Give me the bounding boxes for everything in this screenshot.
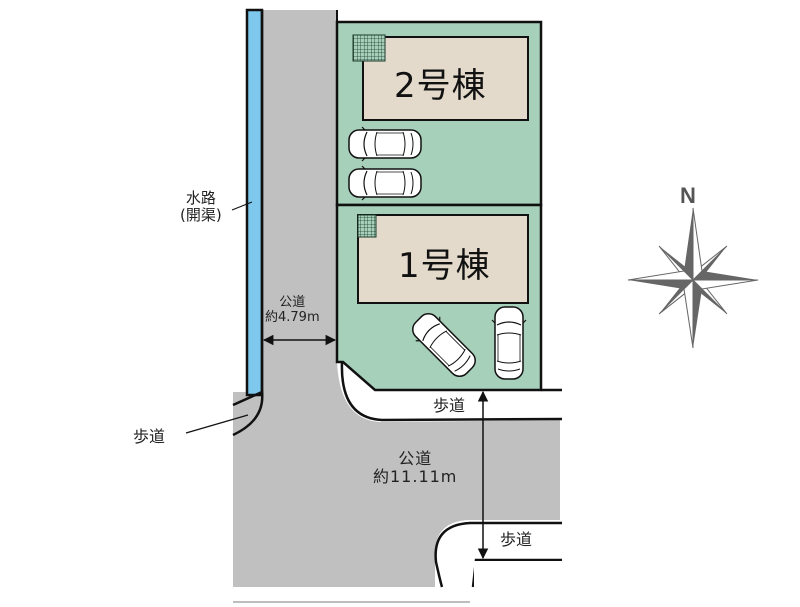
west-road-width: 約4.79m xyxy=(265,309,320,325)
car-icon xyxy=(491,306,527,380)
south-road-width: 約11.11m xyxy=(373,467,458,487)
west-road-label-line1: 公道 xyxy=(279,295,306,310)
waterway-label-line2: (開渠) xyxy=(180,206,222,225)
south-road-label-line1: 公道 xyxy=(398,449,433,468)
building-1 xyxy=(357,214,529,304)
building-1-grid-marker xyxy=(357,214,377,238)
waterway-label-line1: 水路 xyxy=(185,189,216,207)
compass-north-label: N xyxy=(680,183,696,208)
building-1-label: 1号棟 xyxy=(398,246,491,286)
car-icon xyxy=(348,126,422,162)
waterway-label: 水路 (開渠) xyxy=(180,189,222,225)
building-2-grid-marker xyxy=(352,34,386,62)
west-road-label: 公道 約4.79m xyxy=(265,295,320,326)
sidewalk-south-upper-label: 歩道 xyxy=(433,396,466,415)
sidewalk-west-label: 歩道 xyxy=(133,427,166,446)
sidewalk-south-lower-label: 歩道 xyxy=(500,530,533,549)
building-2 xyxy=(362,36,529,121)
south-road-label: 公道 約11.11m xyxy=(373,449,458,487)
building-2-label: 2号棟 xyxy=(394,66,487,106)
compass-rose-icon xyxy=(627,207,759,349)
car-icon xyxy=(348,165,422,201)
sidewalk-west-curb xyxy=(232,390,264,437)
